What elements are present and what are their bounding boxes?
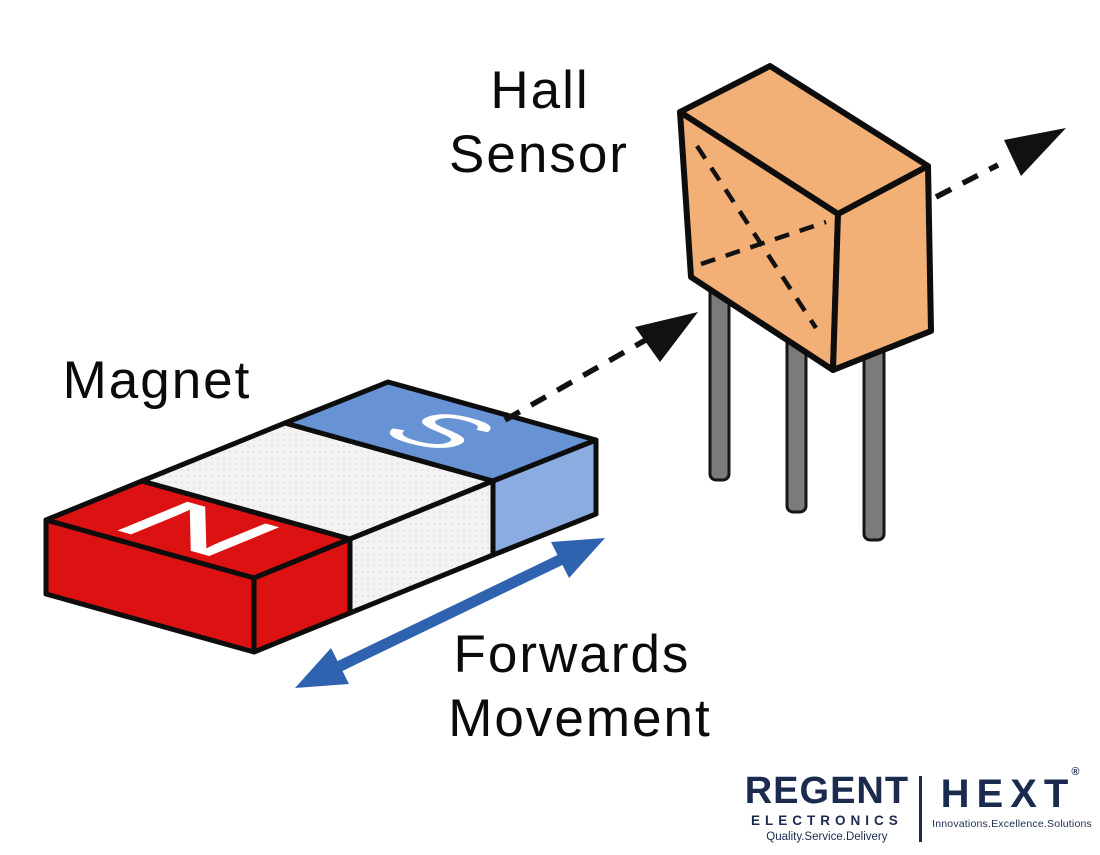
field-arrow-output — [934, 128, 1066, 200]
movement-arrow-head-right — [551, 538, 605, 578]
sensor-x-mark-line2 — [700, 219, 827, 267]
movement-label-line1: Forwards — [454, 625, 691, 684]
brand-divider — [919, 776, 923, 842]
brand-footer: REGENT ELECTRONICS Quality.Service.Deliv… — [745, 766, 1092, 843]
sensor-right-face — [830, 163, 934, 373]
sensor-pin-right — [862, 338, 886, 542]
hall-sensor-label-line2: Sensor — [449, 125, 629, 184]
sensor-body — [677, 63, 934, 373]
regent-logo: REGENT ELECTRONICS Quality.Service.Deliv… — [745, 772, 909, 843]
field-arrow-output-head — [1004, 128, 1066, 176]
field-arrow-input-head — [635, 312, 698, 362]
field-arrow-input-shaft — [503, 330, 660, 423]
hext-logo-tagline: Innovations.Excellence.Solutions — [932, 818, 1092, 830]
sensor-pin-left — [708, 278, 731, 482]
field-arrow-output-shaft — [934, 162, 1000, 200]
movement-arrow — [295, 538, 605, 688]
hext-logo-name: HEXT® — [940, 766, 1084, 816]
sensor-x-mark-line1 — [695, 144, 818, 330]
field-arrow-input — [503, 312, 698, 423]
regent-logo-name: REGENT — [744, 770, 910, 812]
hext-logo: HEXT® Innovations.Excellence.Solutions — [932, 766, 1092, 830]
movement-arrow-shaft — [335, 554, 565, 672]
regent-logo-subtitle: ELECTRONICS — [751, 813, 903, 828]
movement-arrow-head-left — [295, 648, 349, 688]
magnet-south-front-face — [490, 437, 599, 558]
regent-logo-tagline: Quality.Service.Delivery — [766, 831, 888, 843]
sensor-pin-middle — [785, 328, 808, 514]
hext-logo-text: HEXT — [940, 772, 1076, 816]
movement-label-line2: Movement — [448, 689, 711, 748]
magnet-label: Magnet — [63, 351, 252, 410]
magnet: N S — [43, 379, 599, 655]
hall-sensor-label-line1: Hall — [490, 61, 589, 120]
registered-trademark-icon: ® — [1071, 765, 1080, 778]
